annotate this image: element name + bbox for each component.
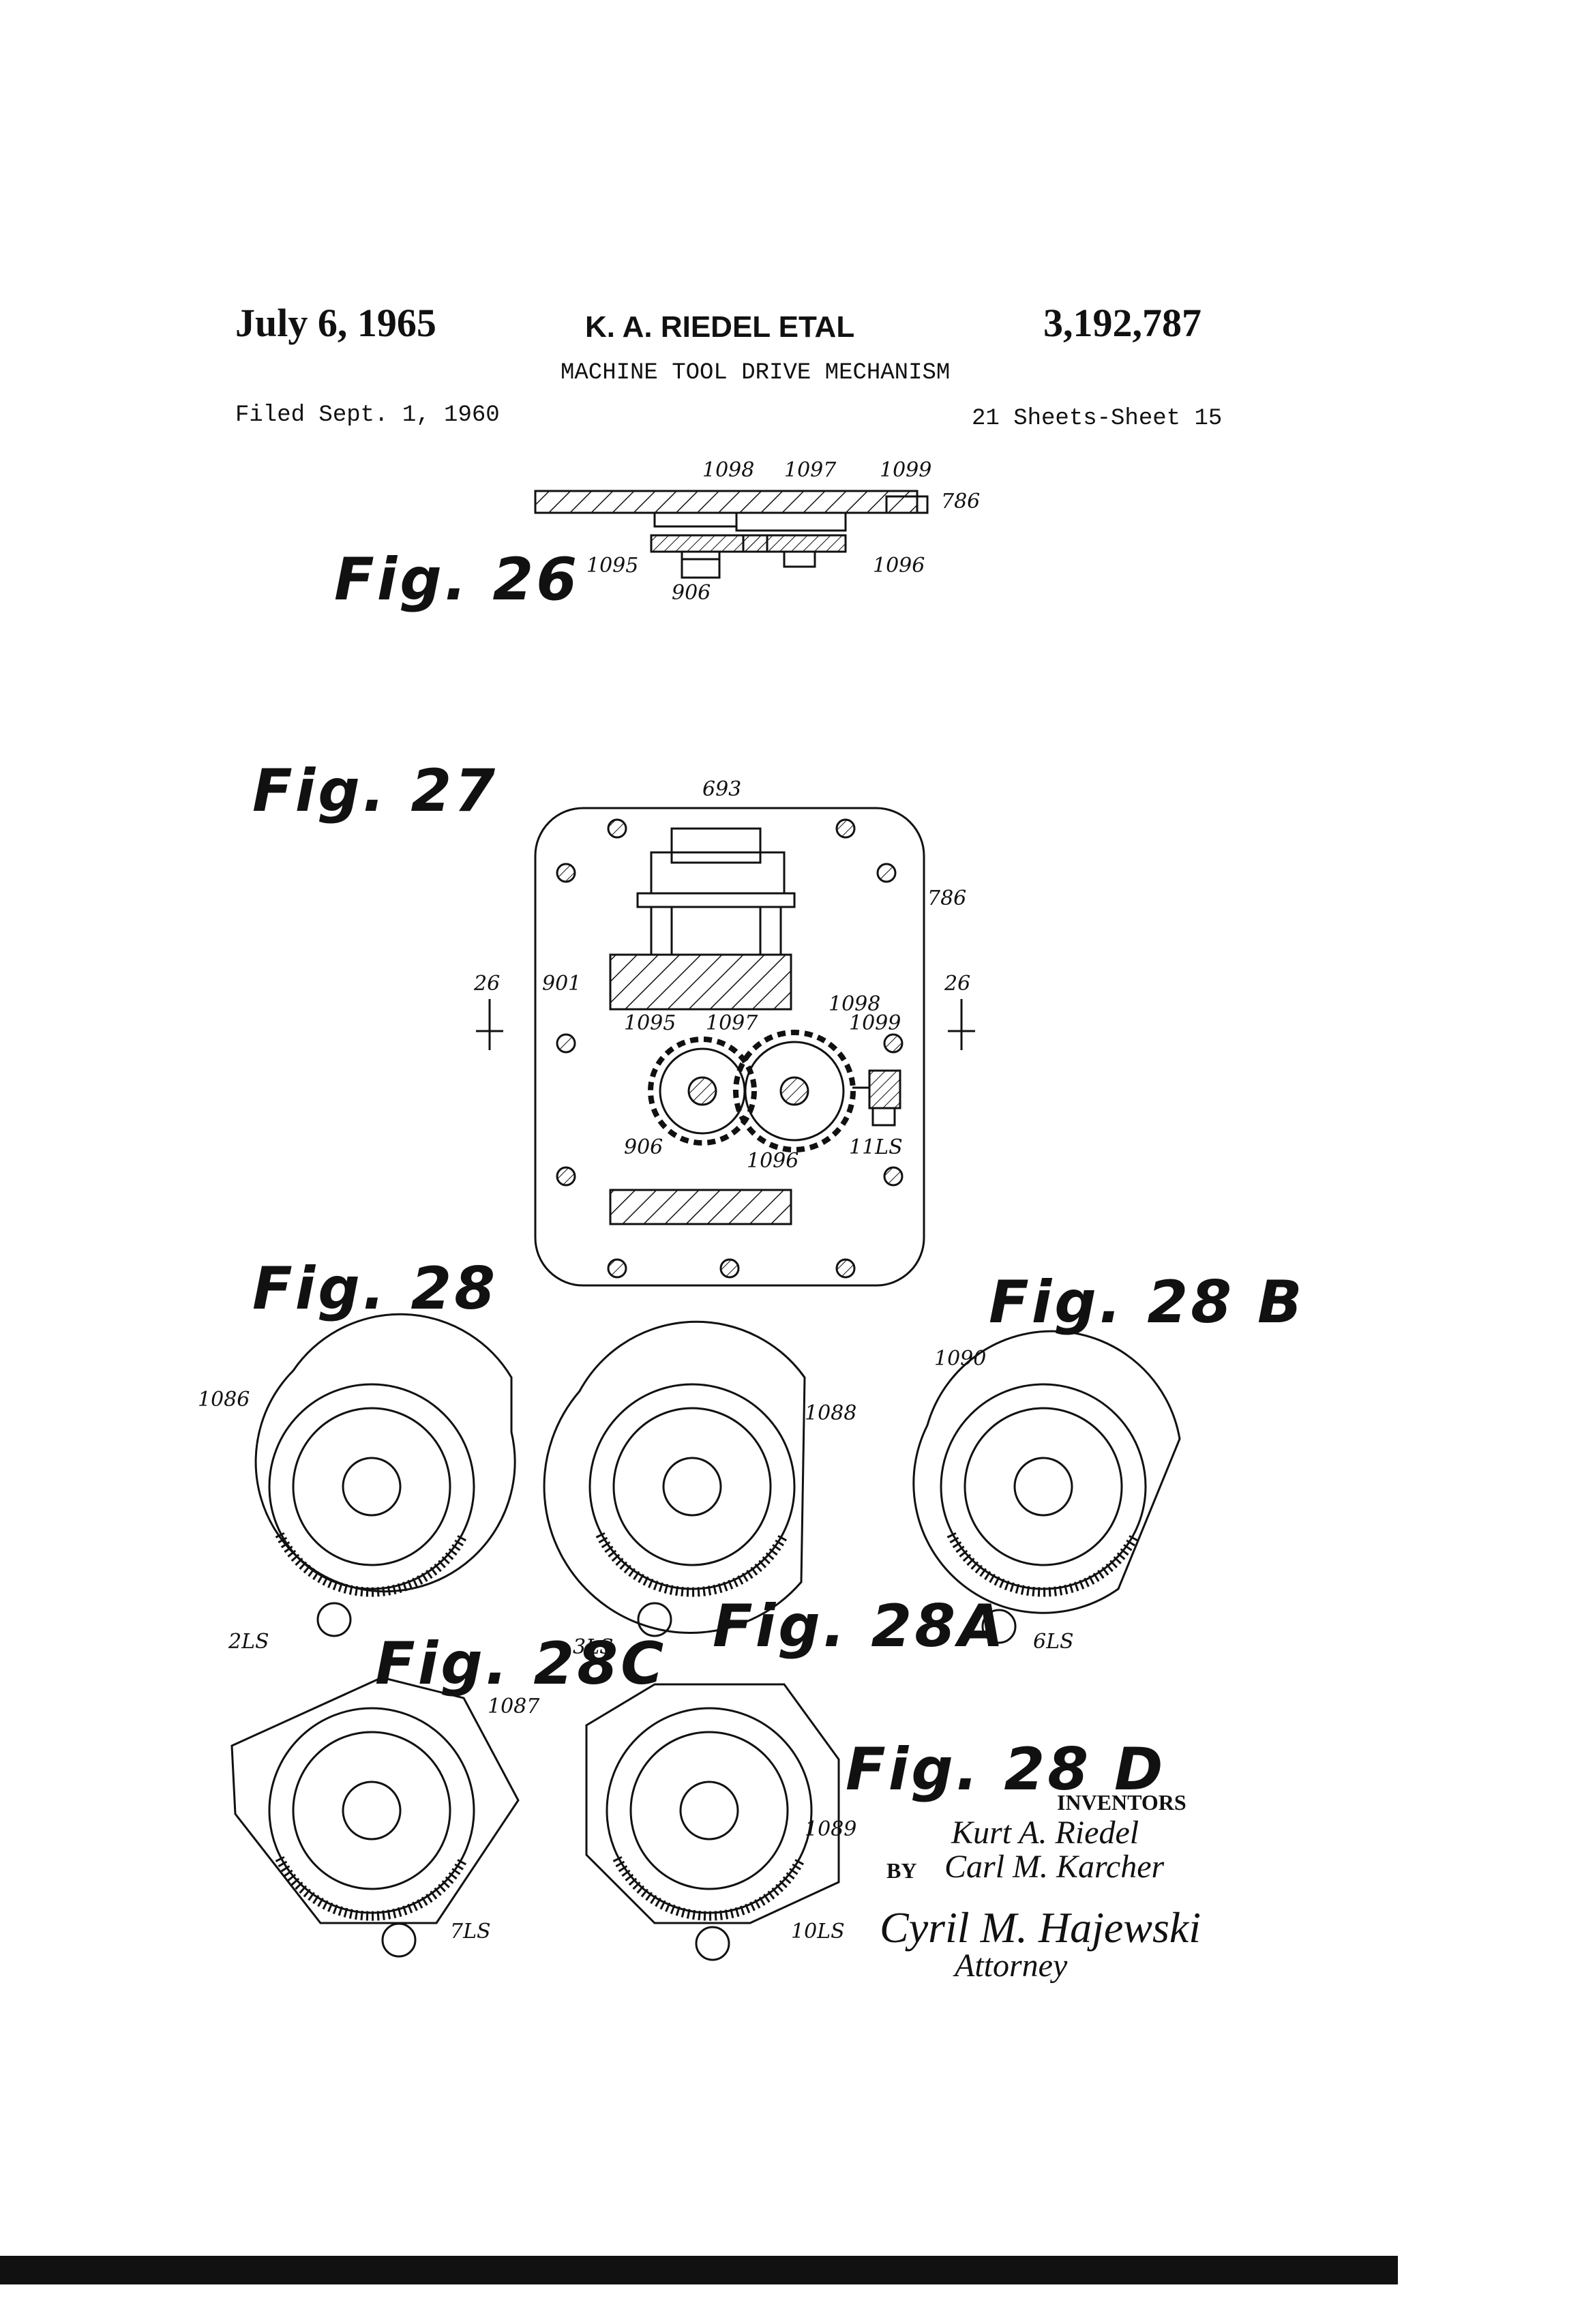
fig28a-cam bbox=[544, 1322, 805, 1636]
fig26-drawing bbox=[535, 491, 927, 578]
fig27-drawing bbox=[476, 808, 975, 1285]
fig28c-cam bbox=[232, 1678, 518, 1956]
scan-edge-bar bbox=[0, 2256, 1398, 2284]
fig28-cam bbox=[256, 1314, 515, 1636]
fig28b-cam bbox=[914, 1331, 1180, 1643]
fig28d-cam bbox=[586, 1684, 839, 1960]
